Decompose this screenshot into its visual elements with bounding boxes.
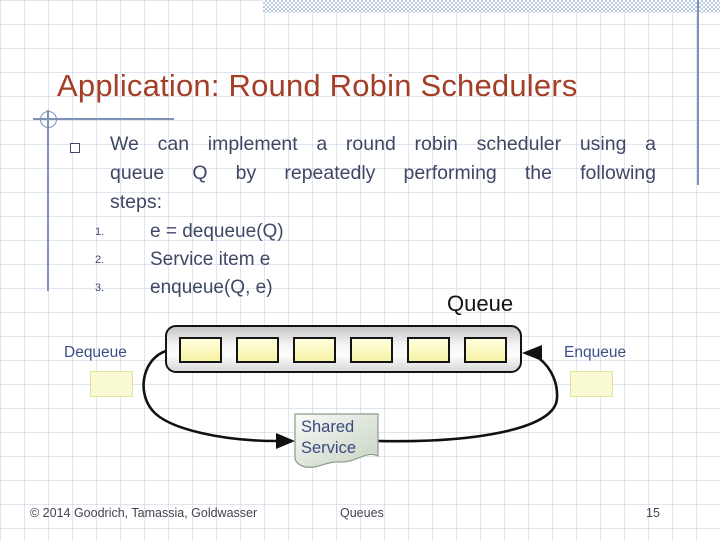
bullet-paragraph: We can implement a round robin scheduler… — [110, 130, 656, 217]
footer-section-title: Queues — [340, 506, 384, 520]
queue-container — [165, 325, 522, 373]
shared-service-label: Shared Service — [301, 417, 356, 459]
step-text: e = dequeue(Q) — [150, 221, 284, 242]
title-underline — [33, 118, 174, 120]
right-accent-line — [697, 0, 699, 185]
step-row: 2. Service item e — [0, 249, 400, 277]
step-number: 3. — [95, 282, 105, 294]
shared-service-line: Service — [301, 439, 357, 457]
bullet-line: We can implement a round robin scheduler… — [110, 133, 656, 155]
queue-caption: Queue — [447, 291, 514, 316]
step-row: 3. enqueue(Q, e) — [0, 277, 400, 305]
queue-item-cell — [350, 337, 393, 363]
slide-title: Application: Round Robin Schedulers — [57, 68, 578, 103]
bullet-line: steps: — [110, 191, 163, 213]
footer-copyright: © 2014 Goodrich, Tamassia, Goldwasser — [30, 506, 258, 520]
queue-item-cell — [407, 337, 450, 363]
accent-circle-ornament — [40, 111, 57, 128]
bullet-square-icon — [70, 143, 80, 153]
bullet-line: queue Q by repeatedly performing the fol… — [110, 162, 656, 184]
step-number: 2. — [95, 254, 105, 266]
queue-item-cell — [236, 337, 279, 363]
step-row: 1. e = dequeue(Q) — [0, 221, 400, 249]
enqueue-arrowhead-icon — [522, 345, 542, 361]
left-accent-line — [47, 110, 49, 291]
dequeue-label: Dequeue — [64, 344, 127, 361]
slide-page-number: 15 — [646, 506, 660, 520]
step-text: Service item e — [150, 249, 271, 270]
dequeue-arrowhead-icon — [276, 433, 295, 449]
dequeued-item-box — [90, 371, 133, 397]
step-number: 1. — [95, 226, 105, 238]
queue-item-cell — [179, 337, 222, 363]
step-text: enqueue(Q, e) — [150, 277, 273, 298]
top-accent-band — [263, 0, 720, 13]
shared-service-line: Shared — [301, 418, 355, 436]
queue-item-cell — [464, 337, 507, 363]
enqueue-label: Enqueue — [564, 344, 627, 361]
queue-item-cell — [293, 337, 336, 363]
enqueued-item-box — [570, 371, 613, 397]
